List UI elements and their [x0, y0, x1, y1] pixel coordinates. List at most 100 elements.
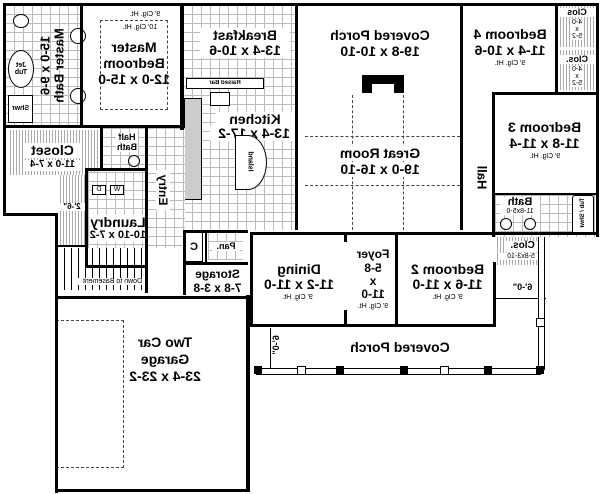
wall [555, 5, 558, 95]
bedroom3-dims: 11-8 x 11-4 [509, 135, 580, 151]
laundry-name: Laundry [90, 214, 146, 230]
wall [85, 168, 88, 268]
shower [8, 95, 33, 123]
wall [80, 5, 83, 127]
porch-post [336, 366, 344, 374]
wall [3, 3, 6, 216]
closet-width-dim: 2'-6" [58, 202, 86, 212]
bath-dims: 11-8x5-0 [500, 208, 540, 216]
master-bedroom-name2: Bedroom [103, 55, 165, 71]
beam-horizontal [305, 136, 460, 186]
wall [55, 296, 250, 299]
clos-lower-d2: 5-2 [570, 80, 584, 88]
tray-ceiling-outline [100, 20, 168, 110]
kitchen-island [235, 135, 267, 190]
garage-name1: Two Car [137, 334, 193, 350]
foyer-name: Foyer [356, 247, 390, 261]
bedroom3-ceiling: 9' Clg. Ht. [529, 153, 561, 160]
porch-post [536, 318, 545, 327]
coat-closet-label: C [190, 241, 198, 253]
hall-label: Hall [474, 165, 490, 190]
wall [55, 489, 250, 492]
sink-icon [70, 88, 86, 104]
wall [100, 128, 103, 170]
dryer-label: D [96, 186, 102, 193]
wall [492, 92, 598, 95]
foyer-d2: 11-0 [361, 287, 385, 301]
master-ceiling-inner: 10' Clg. Ht. [122, 24, 158, 31]
bed2-clos-name: Clos. [505, 240, 540, 252]
bedroom2-name: Bedroom 2 [410, 261, 485, 277]
rear-porch-name: Covered Porch [330, 27, 430, 43]
bedroom4-dims: 11-4 x 10-6 [474, 42, 546, 58]
wall [183, 230, 248, 233]
kitchen-counter [184, 98, 202, 200]
garage-dims: 23-4 x 23-2 [129, 368, 201, 384]
wall [3, 213, 58, 216]
parking-space-outline [56, 320, 124, 468]
master-ceiling-outer: 9' Clg. Ht. [129, 11, 161, 18]
front-porch-depth: 6'-0" [271, 335, 281, 355]
master-bath-dims: 15-0 x 9-6 [37, 35, 53, 96]
pantry-label: Pan. [212, 241, 240, 252]
sink-icon [524, 218, 536, 230]
storage-name: Storage [195, 267, 240, 281]
porch-rail [256, 368, 541, 375]
toilet [13, 14, 29, 28]
wall [295, 5, 298, 230]
breakfast-dims: 13-4 x 10-6 [200, 42, 290, 58]
bed2-clos-dims: 5-8x3-10 [500, 253, 542, 261]
wall [180, 5, 184, 130]
fireplace-hearth [372, 84, 394, 93]
bedroom4-name: Bedroom 4 [473, 26, 547, 42]
porch-post [400, 366, 408, 374]
master-bath-label: Master Bath [51, 28, 67, 103]
wall [85, 265, 147, 268]
dryer [92, 185, 106, 195]
wall [493, 262, 496, 327]
washer-label: W [113, 186, 121, 193]
raised-bar-label: Raised Bar [209, 80, 241, 86]
dining-ceiling: 9' Clg. Ht. [282, 294, 313, 301]
basement-label: Down to Basement [75, 278, 150, 286]
foyer-x: x [369, 274, 377, 288]
sink-icon [500, 218, 512, 230]
island-label: Island [246, 151, 254, 172]
wall [145, 128, 148, 293]
raised-bar [186, 78, 264, 89]
entry-label: Entry [156, 170, 170, 210]
tub-shower-label: Tub / Shwr [580, 197, 586, 229]
wall [250, 324, 496, 327]
wall [55, 213, 58, 493]
rear-porch-dims: 19-8 x 10-10 [340, 43, 420, 59]
porch-post [440, 366, 449, 375]
wall [344, 310, 347, 325]
wall [85, 168, 147, 171]
jet-tub [8, 50, 34, 88]
porch-post [484, 366, 492, 374]
wall [250, 232, 253, 327]
laundry-dims: 10-10 x 7-2 [89, 229, 146, 242]
wall [5, 125, 183, 128]
porch-rail-side [538, 237, 545, 370]
wall [183, 262, 248, 265]
wall [492, 193, 598, 195]
wall [246, 295, 250, 492]
wall [344, 232, 347, 242]
washer [110, 185, 124, 195]
foyer-ceiling: 9' Clg. Ht. [357, 303, 389, 310]
porch-post [254, 366, 262, 374]
wall [55, 245, 88, 247]
dimension-line [270, 328, 271, 370]
master-bedroom-dims: 12-0 x 15-0 [98, 71, 170, 87]
wall [492, 92, 495, 237]
breakfast-name: Breakfast [200, 27, 290, 43]
closet-name: Closet [25, 142, 80, 158]
wall [3, 3, 599, 6]
bedroom3-name: Bedroom 3 [507, 119, 582, 135]
closet-dims: 11-0 x 7-4 [25, 159, 80, 171]
bedroom2-ceiling: 9' Clg. Ht. [432, 294, 463, 301]
garage-name2: Garage [140, 351, 190, 367]
jet-tub-label: Jet Tub [14, 62, 28, 77]
